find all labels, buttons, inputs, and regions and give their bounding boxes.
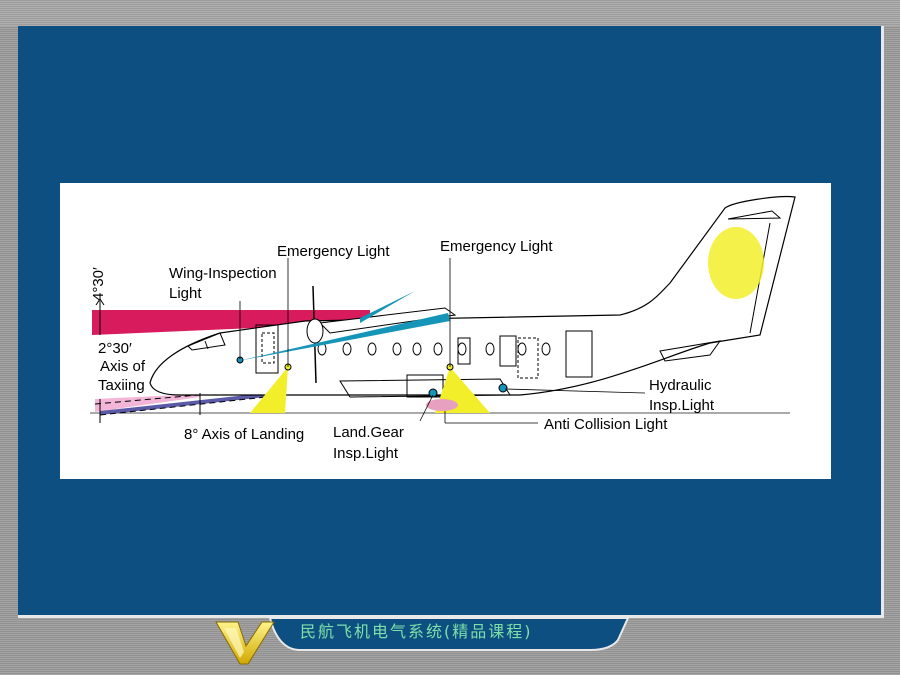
course-logo-icon bbox=[215, 621, 275, 665]
wing bbox=[318, 307, 457, 334]
landing-light-red-beam bbox=[92, 310, 370, 335]
top-strip bbox=[0, 0, 900, 26]
footer-band bbox=[268, 618, 630, 651]
label-wing-inspection-2: Light bbox=[169, 285, 202, 302]
cockpit-window-divider bbox=[204, 340, 209, 350]
label-axis-of: Axis of bbox=[100, 358, 146, 375]
emergency-light-beam-1 bbox=[250, 367, 288, 413]
footer-course-title: 民航飞机电气系统(精品课程) bbox=[300, 622, 533, 641]
label-emergency-light-2: Emergency Light bbox=[440, 238, 553, 255]
emergency-exit-front bbox=[261, 332, 275, 364]
aft-door bbox=[565, 330, 593, 378]
label-taxiing: Taxiing bbox=[98, 377, 145, 394]
tail-fin-detail bbox=[727, 210, 782, 220]
leader-lines bbox=[239, 258, 646, 424]
land-gear-insp-light bbox=[428, 388, 438, 398]
label-emergency-light-1: Emergency Light bbox=[277, 243, 390, 260]
cabin-windows bbox=[317, 335, 551, 367]
fuselage bbox=[149, 196, 796, 396]
wing-inspection-beam bbox=[238, 313, 450, 361]
emergency-exit-dashed bbox=[517, 337, 539, 379]
tail-strobe-light bbox=[708, 227, 764, 299]
label-land-gear-2: Insp.Light bbox=[333, 445, 399, 462]
label-hydraulic-1: Hydraulic bbox=[649, 377, 712, 394]
label-anti-collision: Anti Collision Light bbox=[544, 416, 668, 433]
label-hydraulic-2: Insp.Light bbox=[649, 397, 715, 414]
label-land-gear-1: Land.Gear bbox=[333, 424, 404, 441]
angle-arrow-upper bbox=[95, 298, 105, 306]
landing-gear-bay bbox=[406, 374, 444, 398]
cockpit-window bbox=[187, 332, 226, 351]
engine-nacelle bbox=[306, 318, 324, 344]
label-axis-landing: 8° Axis of Landing bbox=[184, 426, 304, 443]
label-angle-4-30: 4°30′ bbox=[90, 267, 107, 301]
forward-door bbox=[255, 324, 279, 374]
wing-inspection-beam-upper bbox=[360, 291, 415, 323]
tail-stabilizer bbox=[659, 340, 722, 362]
label-angle-2-30: 2°30′ bbox=[98, 340, 132, 357]
hydraulic-insp-light bbox=[498, 383, 508, 393]
aircraft-lights-diagram: Emergency Light Emergency Light Wing-Ins… bbox=[60, 183, 831, 479]
label-wing-inspection-1: Wing-Inspection bbox=[169, 265, 277, 282]
anti-collision-light-glow bbox=[426, 399, 458, 411]
taxi-light-beam bbox=[95, 394, 200, 412]
